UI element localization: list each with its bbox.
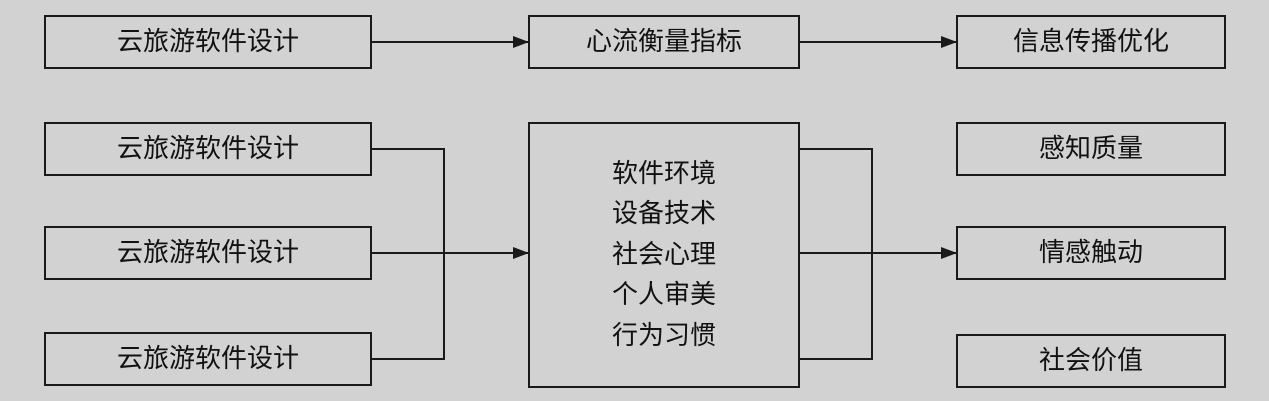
connector-center-upper [800,148,873,253]
factor-item: 软件环境 [611,158,716,189]
output-box-2: 情感触动 [956,226,1226,280]
connector-center-lower [800,253,873,360]
factor-item: 行为习惯 [611,320,716,351]
top-left-box: 云旅游软件设计 [44,15,372,69]
connector-input-3 [372,253,445,360]
factor-item: 个人审美 [611,280,716,311]
input-box-2: 云旅游软件设计 [44,226,372,280]
top-middle-box: 心流衡量指标 [528,15,800,69]
input-box-1: 云旅游软件设计 [44,122,372,176]
factor-item: 设备技术 [611,199,716,230]
output-box-3: 社会价值 [956,334,1226,388]
output-box-1: 感知质量 [956,122,1226,176]
input-box-3: 云旅游软件设计 [44,332,372,386]
factors-box: 软件环境 设备技术 社会心理 个人审美 行为习惯 [528,122,800,388]
factor-item: 社会心理 [611,239,716,270]
top-right-box: 信息传播优化 [956,15,1226,69]
connector-input-1 [372,148,445,253]
